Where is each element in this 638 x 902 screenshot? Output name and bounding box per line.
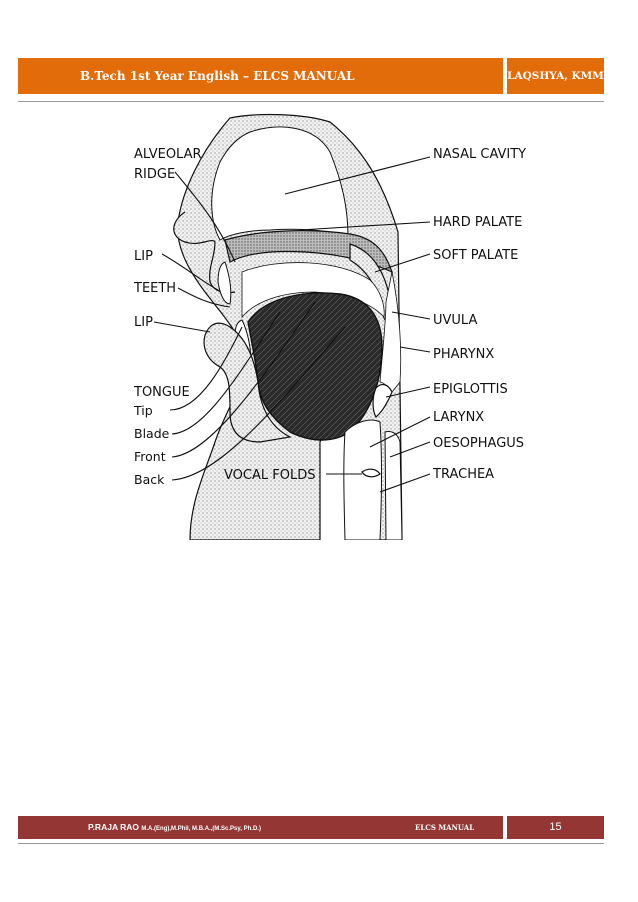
vocal-folds [361,468,381,478]
page-number: 15 [507,816,604,839]
label-tip: Tip [133,403,153,418]
header-divider [18,101,604,102]
label-larynx: LARYNX [433,410,484,425]
label-hard-palate: HARD PALATE [433,215,522,230]
leader-lines [153,156,431,493]
footer-qualifications: M.A.(Eng),M.Phil, M.B.A.,(M.Sc.Psy, Ph.D… [141,826,261,832]
label-oesophagus: OESOPHAGUS [433,436,524,451]
label-teeth: TEETH [133,281,176,296]
footer-manual: ELCS MANUAL [415,823,475,832]
header-institution: LAQSHYA, KMM [507,58,604,94]
larynx [343,419,382,540]
vocal-tract-diagram: ALVEOLAR RIDGE LIP TEETH LIP TONGUE Tip … [133,113,526,540]
label-pharynx: PHARYNX [433,347,494,362]
footer-author-name: P.RAJA RAO [88,822,140,832]
label-lip-upper: LIP [134,249,153,264]
label-back: Back [134,472,165,487]
label-tongue: TONGUE [133,385,190,400]
upper-teeth [217,261,232,305]
label-alveolar-ridge-1: ALVEOLAR [134,147,202,162]
label-vocal-folds: VOCAL FOLDS [224,468,315,483]
oesophagus [384,431,403,540]
label-epiglottis: EPIGLOTTIS [433,382,508,397]
footer-bar: P.RAJA RAO M.A.(Eng),M.Phil, M.B.A.,(M.S… [18,816,503,839]
label-front: Front [134,449,166,464]
footer-author: P.RAJA RAO M.A.(Eng),M.Phil, M.B.A.,(M.S… [88,816,261,841]
label-blade: Blade [134,426,170,441]
header-title: B.Tech 1st Year English – ELCS MANUAL [18,58,503,94]
epiglottis [372,383,393,418]
footer-divider [18,843,604,844]
label-alveolar-ridge-2: RIDGE [134,167,175,182]
label-nasal-cavity: NASAL CAVITY [433,147,526,162]
label-soft-palate: SOFT PALATE [433,248,518,263]
label-lip-lower: LIP [134,315,153,330]
label-trachea: TRACHEA [432,467,494,482]
oral-cavity [241,262,385,319]
label-uvula: UVULA [433,313,477,328]
nasal-cavity [211,126,349,241]
